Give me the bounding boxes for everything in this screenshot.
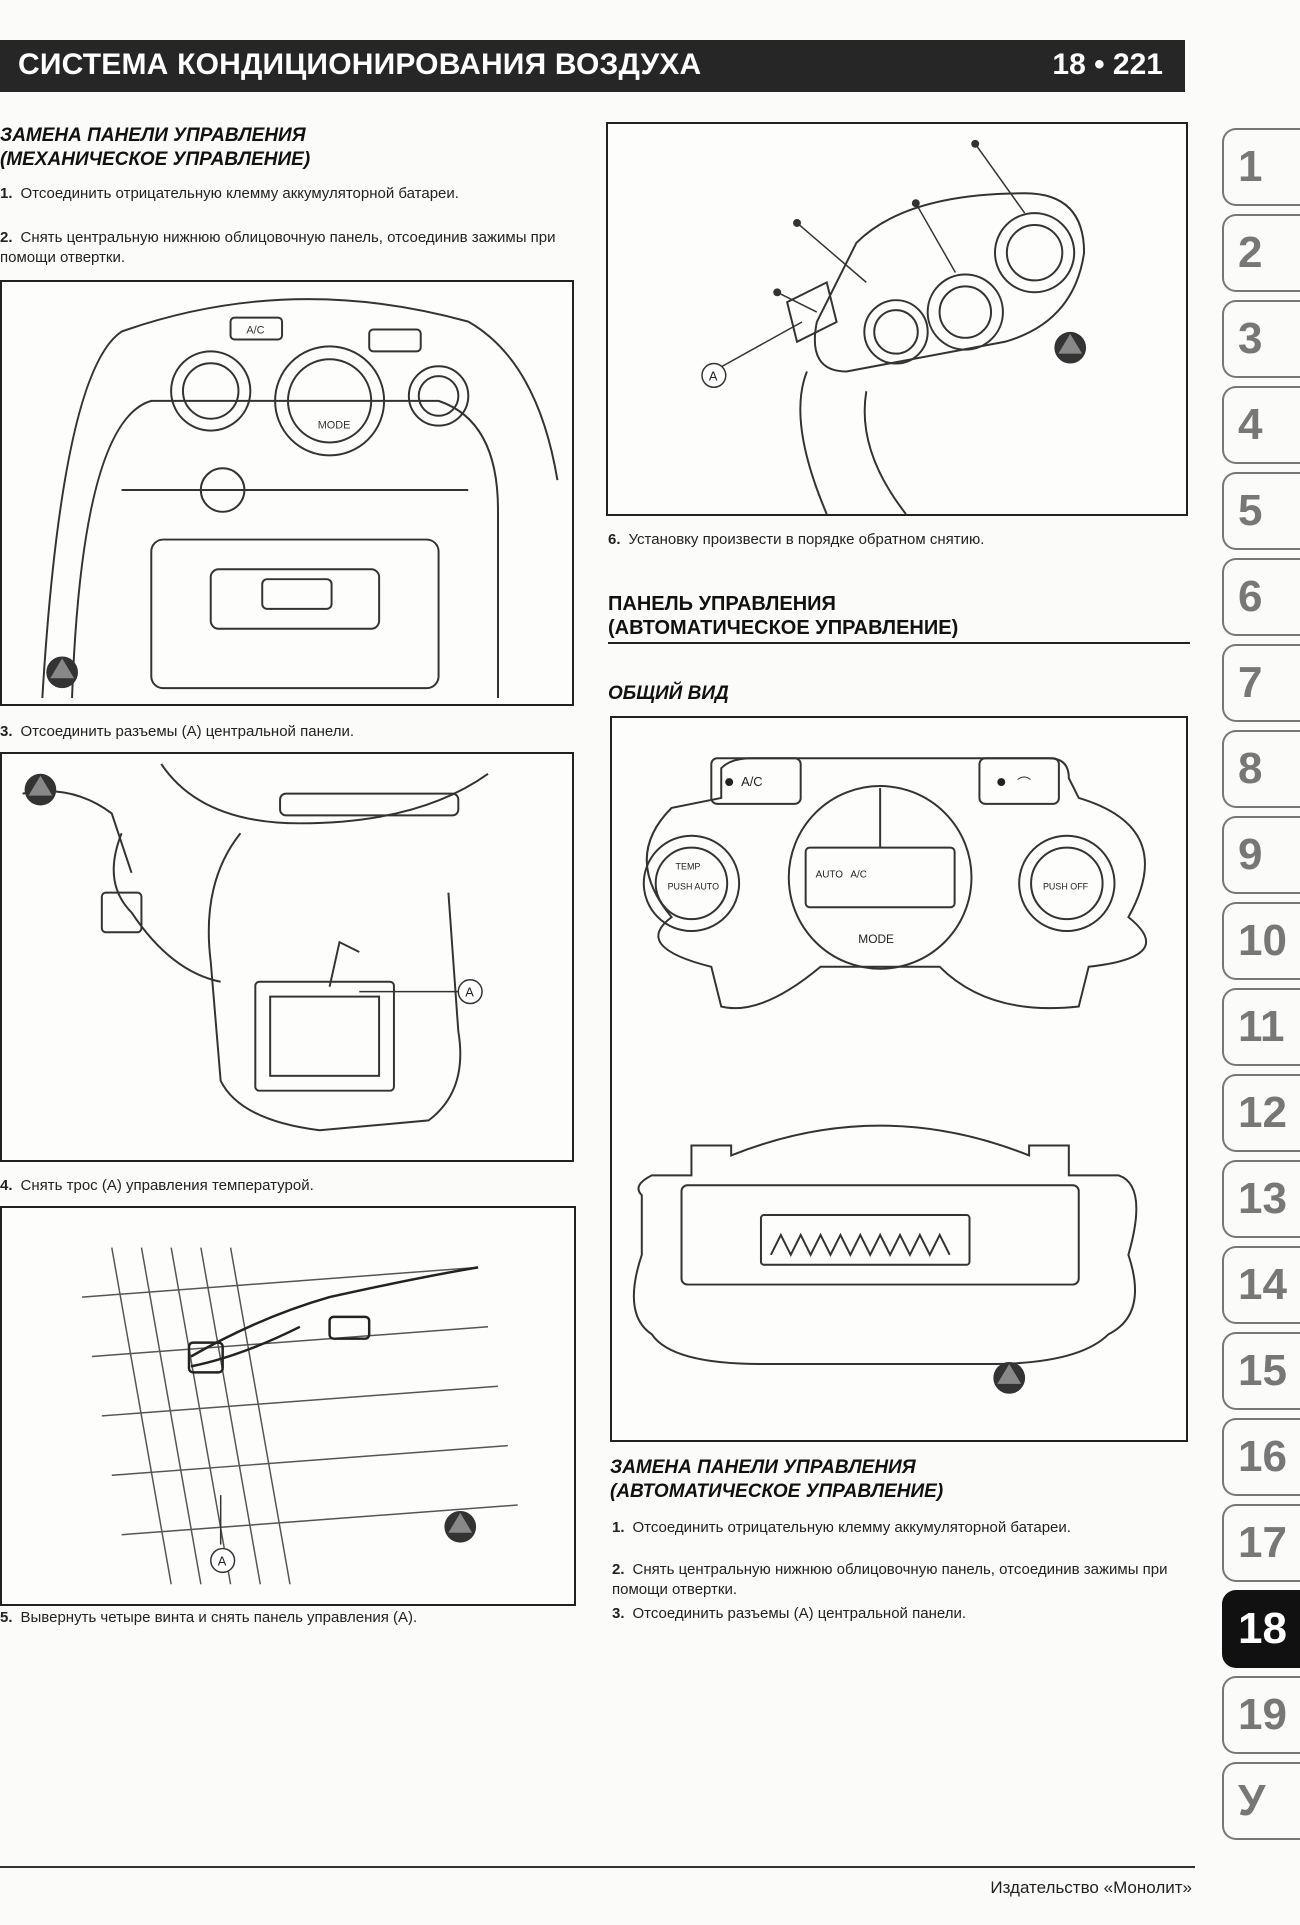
right-step-1: 1.Отсоединить отрицательную клемму аккум… xyxy=(612,1519,1071,1536)
defrost-icon: ⌒ xyxy=(1017,775,1031,791)
left-step-1: 1.Отсоединить отрицательную клемму аккум… xyxy=(0,185,459,202)
chapter-tab-10[interactable]: 10 xyxy=(1222,902,1300,980)
left-step-3: 3.Отсоединить разъемы (А) центральной па… xyxy=(0,723,354,740)
fig3-callout-label: A xyxy=(218,1553,227,1568)
left-step-4: 4.Снять трос (А) управления температурой… xyxy=(0,1177,314,1194)
fig2-callout xyxy=(457,979,483,1005)
auto-section-title-1: ПАНЕЛЬ УПРАВЛЕНИЯ xyxy=(608,593,836,615)
fig4-callout-label: A xyxy=(709,368,718,383)
lcd-auto-label: AUTO xyxy=(816,869,844,880)
chapter-tab-17[interactable]: 17 xyxy=(1222,1504,1300,1582)
replace-auto-title-1: ЗАМЕНА ПАНЕЛИ УПРАВЛЕНИЯ xyxy=(610,1457,916,1478)
chapter-tab-9[interactable]: 9 xyxy=(1222,816,1300,894)
chapter-tab-19[interactable]: 19 xyxy=(1222,1676,1300,1754)
tip-icon xyxy=(444,1510,477,1543)
right-step-3: 3.Отсоединить разъемы (А) центральной па… xyxy=(612,1605,966,1622)
left-section-title-2: (МЕХАНИЧЕСКОЕ УПРАВЛЕНИЕ) xyxy=(0,149,311,170)
chapter-tab-5[interactable]: 5 xyxy=(1222,472,1300,550)
figure-auto-panel-svg: A/C ⌒ TEMP PUSH AUTO PUSH OFF AUTO A/C M… xyxy=(632,757,1148,1394)
chapter-tab-16[interactable]: 16 xyxy=(1222,1418,1300,1496)
fig1-mode-label: MODE xyxy=(318,420,351,432)
chapter-tab-2[interactable]: 2 xyxy=(1222,214,1300,292)
figure-dashboard-panel: A/C MODE xyxy=(0,280,574,706)
figure-panel-screws: A xyxy=(606,122,1188,516)
chapter-tab-8[interactable]: 8 xyxy=(1222,730,1300,808)
figure-dashboard-svg: A/C MODE xyxy=(41,298,559,699)
panel-ac-label: A/C xyxy=(741,774,763,789)
page-header: СИСТЕМА КОНДИЦИОНИРОВАНИЯ ВОЗДУХА 18 • 2… xyxy=(0,40,1185,92)
chapter-tab-18[interactable]: 18 xyxy=(1222,1590,1300,1668)
chapter-title: СИСТЕМА КОНДИЦИОНИРОВАНИЯ ВОЗДУХА xyxy=(18,48,702,81)
replace-auto-title-2: (АВТОМАТИЧЕСКОЕ УПРАВЛЕНИЕ) xyxy=(610,1481,944,1502)
chapter-tab-6[interactable]: 6 xyxy=(1222,558,1300,636)
page-number: 18 • 221 xyxy=(1052,48,1163,81)
fig2-callout-label: A xyxy=(465,985,474,1000)
left-step-5: 5.Вывернуть четыре винта и снять панель … xyxy=(0,1609,418,1626)
figure-connectors: A xyxy=(0,752,574,1162)
footer-rule xyxy=(0,1866,1195,1868)
figure-connectors-svg: A xyxy=(22,763,489,1132)
section-rule xyxy=(608,642,1190,644)
fig3-callout xyxy=(210,1547,236,1574)
chapter-tab-13[interactable]: 13 xyxy=(1222,1160,1300,1238)
figure-auto-panel: A/C ⌒ TEMP PUSH AUTO PUSH OFF AUTO A/C M… xyxy=(610,716,1188,1442)
fig4-callout xyxy=(701,362,727,389)
tip-icon xyxy=(993,1362,1026,1394)
chapter-tab-11[interactable]: 11 xyxy=(1222,988,1300,1066)
tip-icon xyxy=(46,656,78,689)
panel-push-off-label: PUSH OFF xyxy=(1043,881,1089,891)
auto-section-title-2: (АВТОМАТИЧЕСКОЕ УПРАВЛЕНИЕ) xyxy=(608,617,959,639)
publisher: Издательство «Монолит» xyxy=(990,1878,1192,1897)
chapter-tab-4[interactable]: 4 xyxy=(1222,386,1300,464)
chapter-tab-7[interactable]: 7 xyxy=(1222,644,1300,722)
figure-temperature-cable: A xyxy=(0,1206,576,1606)
panel-temp-label: TEMP xyxy=(676,861,701,871)
tip-icon xyxy=(1054,331,1087,364)
chapter-tab-12[interactable]: 12 xyxy=(1222,1074,1300,1152)
chapter-tab-3[interactable]: 3 xyxy=(1222,300,1300,378)
figure-panel-screws-svg: A xyxy=(701,139,1087,514)
right-step-6: 6.Установку произвести в порядке обратно… xyxy=(608,531,985,548)
figure-cable-svg: A xyxy=(82,1247,518,1585)
lcd-ac-label: A/C xyxy=(850,869,867,880)
left-section-title-1: ЗАМЕНА ПАНЕЛИ УПРАВЛЕНИЯ xyxy=(0,125,306,146)
chapter-tab-1[interactable]: 1 xyxy=(1222,128,1300,206)
right-step-2: 2.Снять центральную нижнюю облицовочную … xyxy=(612,1561,1168,1598)
chapter-tab-appendix[interactable]: У xyxy=(1222,1762,1300,1840)
panel-mode-label: MODE xyxy=(858,932,894,946)
fig1-ac-label: A/C xyxy=(246,325,264,337)
general-view-title: ОБЩИЙ ВИД xyxy=(608,683,729,704)
chapter-tab-14[interactable]: 14 xyxy=(1222,1246,1300,1324)
left-step-2: 2.Снять центральную нижнюю облицовочную … xyxy=(0,229,556,266)
panel-push-auto-label: PUSH AUTO xyxy=(668,881,719,891)
chapter-tab-15[interactable]: 15 xyxy=(1222,1332,1300,1410)
tip-icon xyxy=(24,773,57,806)
